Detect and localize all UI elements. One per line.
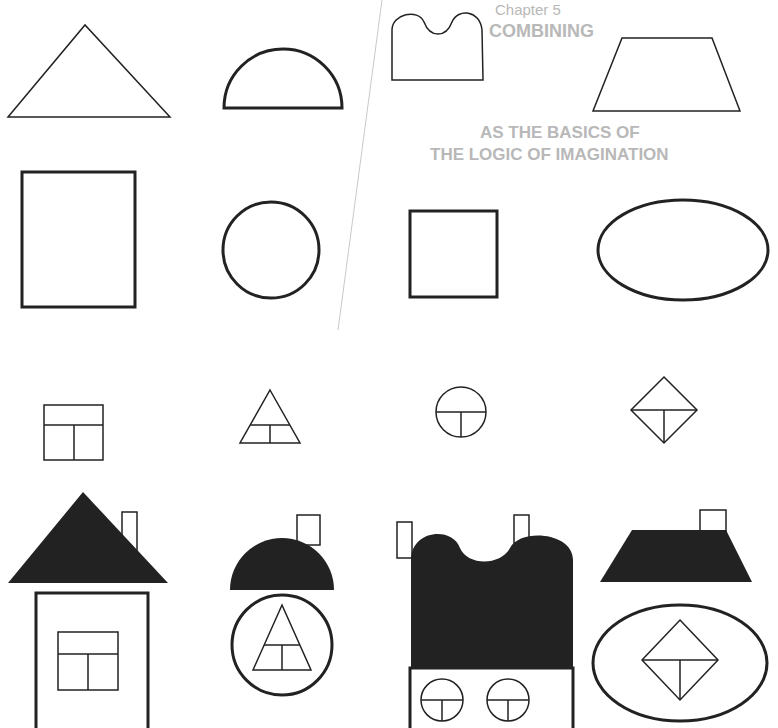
show-through-heading: COMBINING (489, 22, 594, 42)
diamond-window (631, 377, 697, 443)
window-bars (631, 410, 697, 443)
bumpy-shape (392, 13, 483, 80)
circle (223, 202, 319, 298)
window-bars (250, 425, 290, 443)
triangle (8, 25, 170, 117)
show-through-heading: Chapter 5 (495, 2, 561, 19)
house-3 (397, 515, 573, 728)
row-body-shapes (22, 172, 768, 307)
window-bars (44, 425, 103, 460)
ellipse (598, 200, 768, 300)
house-1 (8, 492, 168, 728)
pencil-line (338, 0, 382, 330)
rectangle (22, 172, 135, 307)
house-4 (593, 510, 767, 721)
house-2 (230, 515, 334, 695)
window-bars (436, 412, 486, 437)
half-circle (224, 49, 342, 108)
row-windows (44, 377, 697, 460)
trapezoid (593, 38, 740, 111)
square-window (44, 405, 103, 460)
show-through-heading: AS THE BASICS OF (480, 124, 640, 143)
square (410, 211, 497, 297)
triangle-window (240, 390, 300, 443)
row-basic-shapes (8, 13, 740, 117)
show-through-heading: THE LOGIC OF IMAGINATION (430, 146, 669, 165)
circle-window (436, 387, 486, 437)
